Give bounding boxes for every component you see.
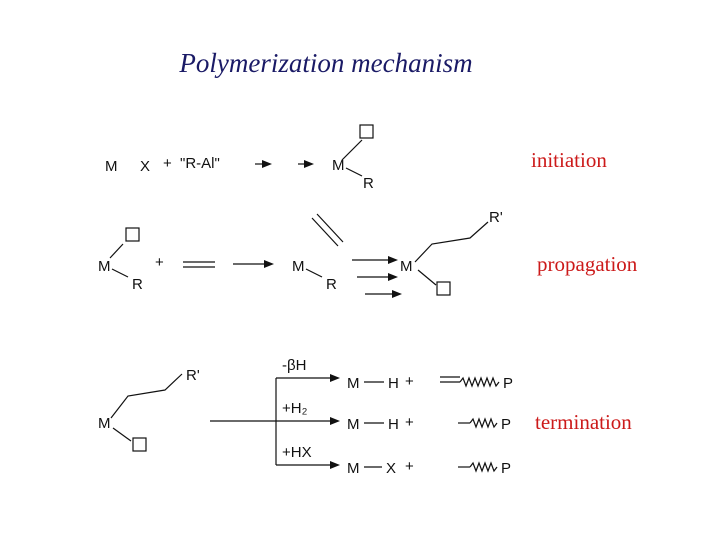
insertion-arrow-2-head xyxy=(388,273,398,281)
route-2-reagent: +H₂ xyxy=(282,400,308,417)
bond-to-vacant-site xyxy=(417,269,437,286)
route-2-plus: + xyxy=(405,414,414,431)
bond-to-vacant-site xyxy=(109,243,124,259)
insertion-arrow-3-head xyxy=(392,290,402,298)
slide-title: Polymerization mechanism xyxy=(179,48,473,78)
route-3-arrow-head xyxy=(330,461,340,469)
initiation-scheme: M X + "R-Al" M R xyxy=(105,124,374,192)
bond-to-alkyl xyxy=(111,268,129,278)
route-2-leaving: H xyxy=(388,416,399,433)
bond-to-vacant-site xyxy=(341,139,363,161)
termination-label: termination xyxy=(535,410,632,434)
route-1-reagent: -βH xyxy=(282,357,306,374)
route-2-polymer: P xyxy=(501,416,511,433)
termination-metal: M xyxy=(98,415,111,432)
route-1-polymer: P xyxy=(503,375,513,392)
initiation-product-metal: M xyxy=(332,157,345,174)
route-1-plus: + xyxy=(405,373,414,390)
termination-scheme: M R' -βH +H₂ +HX M H + P xyxy=(98,357,513,477)
insertion-arrow-1-head xyxy=(388,256,398,264)
growing-chain xyxy=(414,221,489,263)
route-2-polymer-chain xyxy=(469,417,498,429)
route-1-leaving: H xyxy=(388,375,399,392)
propagation-alkyl: R xyxy=(132,276,143,293)
polymer-chain xyxy=(110,373,183,419)
initiation-halide: X xyxy=(140,158,150,175)
initiation-reagent: "R-Al" xyxy=(180,155,220,172)
initiation-metal: M xyxy=(105,158,118,175)
initiation-plus: + xyxy=(163,155,172,172)
coordinated-olefin-bond-1 xyxy=(311,217,339,247)
propagation-product-chain: R' xyxy=(489,209,503,226)
propagation-product-metal: M xyxy=(400,258,413,275)
route-3-leaving: X xyxy=(386,460,396,477)
route-3-plus: + xyxy=(405,458,414,475)
complex-alkyl-bond xyxy=(305,268,323,278)
termination-chain: R' xyxy=(186,367,200,384)
route-3-reagent: +HX xyxy=(282,444,312,461)
vacant-site-box xyxy=(132,437,147,452)
route-3-polymer: P xyxy=(501,460,511,477)
initiation-arrow-head-1 xyxy=(262,160,272,168)
propagation-plus: + xyxy=(155,254,164,271)
route-1-arrow-head xyxy=(330,374,340,382)
route-1-polymer-chain xyxy=(459,376,500,388)
bond-to-vacant-site xyxy=(112,427,132,442)
complex-alkyl: R xyxy=(326,276,337,293)
propagation-scheme: M R + M R M R' xyxy=(98,209,503,298)
initiation-product-alkyl: R xyxy=(363,175,374,192)
route-3-polymer-chain xyxy=(469,461,498,473)
vacant-site-box xyxy=(125,227,140,242)
initiation-label: initiation xyxy=(531,148,607,172)
vacant-site-box xyxy=(436,281,451,296)
route-1-metal: M xyxy=(347,375,360,392)
propagation-label: propagation xyxy=(537,252,638,276)
bond-to-alkyl xyxy=(345,167,363,177)
initiation-arrow-head-2 xyxy=(304,160,314,168)
propagation-metal: M xyxy=(98,258,111,275)
route-2-metal: M xyxy=(347,416,360,433)
coordinated-olefin-bond-2 xyxy=(316,213,344,243)
route-2-arrow-head xyxy=(330,417,340,425)
propagation-arrow-head xyxy=(264,260,274,268)
vacant-site-box xyxy=(359,124,374,139)
complex-metal: M xyxy=(292,258,305,275)
route-3-metal: M xyxy=(347,460,360,477)
